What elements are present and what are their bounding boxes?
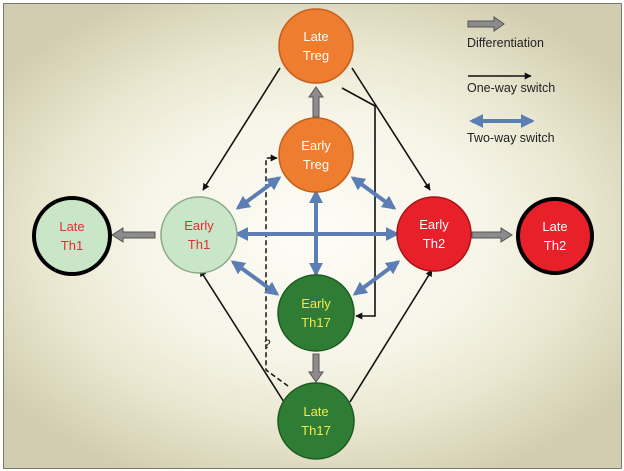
one-way-switches bbox=[199, 67, 433, 403]
legend-differentiation-arrow bbox=[467, 16, 505, 32]
node-early-th17-line2: Th17 bbox=[301, 315, 331, 330]
node-late-th17-line2: Th17 bbox=[301, 423, 331, 438]
node-late-th17-label: Late Th17 bbox=[271, 402, 361, 440]
differentiation-arrows bbox=[111, 86, 513, 383]
node-early-th17 bbox=[277, 274, 355, 352]
node-early-th2-label: Early Th2 bbox=[389, 215, 479, 253]
node-early-th2-line1: Early bbox=[419, 217, 449, 232]
two-way-arrow bbox=[235, 176, 282, 210]
diff-arrow-early-th17-to-late-th17 bbox=[308, 353, 324, 383]
two-way-arrow bbox=[352, 260, 401, 296]
uncertain-mark: ? bbox=[264, 337, 271, 351]
one-way-arrow bbox=[202, 67, 281, 191]
node-late-treg-line2: Treg bbox=[302, 48, 330, 63]
node-late-th1 bbox=[32, 196, 112, 276]
one-way-arrow bbox=[199, 269, 285, 403]
diff-arrow-early-treg-to-late-treg bbox=[308, 86, 324, 118]
one-way-arrow bbox=[341, 87, 376, 320]
node-early-treg-label: Early Treg bbox=[271, 136, 361, 174]
node-late-th17-line1: Late bbox=[303, 404, 329, 419]
one-way-arrow bbox=[349, 269, 433, 403]
node-early-treg bbox=[278, 117, 354, 193]
diff-arrow-early-th2-to-late-th2 bbox=[471, 227, 513, 243]
one-way-arrow bbox=[351, 67, 431, 191]
node-early-treg-line2: Treg bbox=[302, 157, 330, 172]
node-early-treg-line1: Early bbox=[301, 138, 331, 153]
node-late-treg-label: Late Treg bbox=[271, 27, 361, 65]
node-early-th17-label: Early Th17 bbox=[271, 294, 361, 332]
node-late-th2-label: Late Th2 bbox=[510, 217, 600, 255]
legend-one-way-label: One-way switch bbox=[467, 81, 556, 95]
node-late-th1-label: Late Th1 bbox=[27, 217, 117, 255]
legend-two-way-label: Two-way switch bbox=[467, 131, 555, 145]
nodes bbox=[32, 8, 594, 460]
node-late-treg bbox=[278, 8, 354, 84]
two-way-switches bbox=[230, 176, 401, 296]
node-late-th2-line2: Th2 bbox=[543, 238, 567, 253]
two-way-arrow bbox=[230, 260, 280, 296]
node-late-th2 bbox=[516, 197, 594, 275]
node-late-th17 bbox=[277, 382, 355, 460]
two-way-arrow bbox=[350, 176, 397, 210]
diff-arrow-early-th1-to-late-th1 bbox=[111, 227, 156, 243]
node-early-th1 bbox=[160, 196, 238, 274]
node-late-th2-line1: Late bbox=[542, 219, 568, 234]
node-late-th1-line2: Th1 bbox=[60, 238, 84, 253]
node-early-th2 bbox=[396, 196, 472, 272]
legend bbox=[467, 16, 535, 128]
legend-differentiation-label: Differentiation bbox=[467, 36, 544, 50]
node-early-th17-line1: Early bbox=[301, 296, 331, 311]
node-late-th1-line1: Late bbox=[59, 219, 85, 234]
node-late-treg-line1: Late bbox=[303, 29, 329, 44]
node-early-th1-label: Early Th1 bbox=[154, 216, 244, 254]
node-early-th1-line2: Th1 bbox=[187, 237, 211, 252]
node-early-th2-line2: Th2 bbox=[422, 236, 446, 251]
uncertain-arrow bbox=[265, 154, 289, 387]
node-early-th1-line1: Early bbox=[184, 218, 214, 233]
